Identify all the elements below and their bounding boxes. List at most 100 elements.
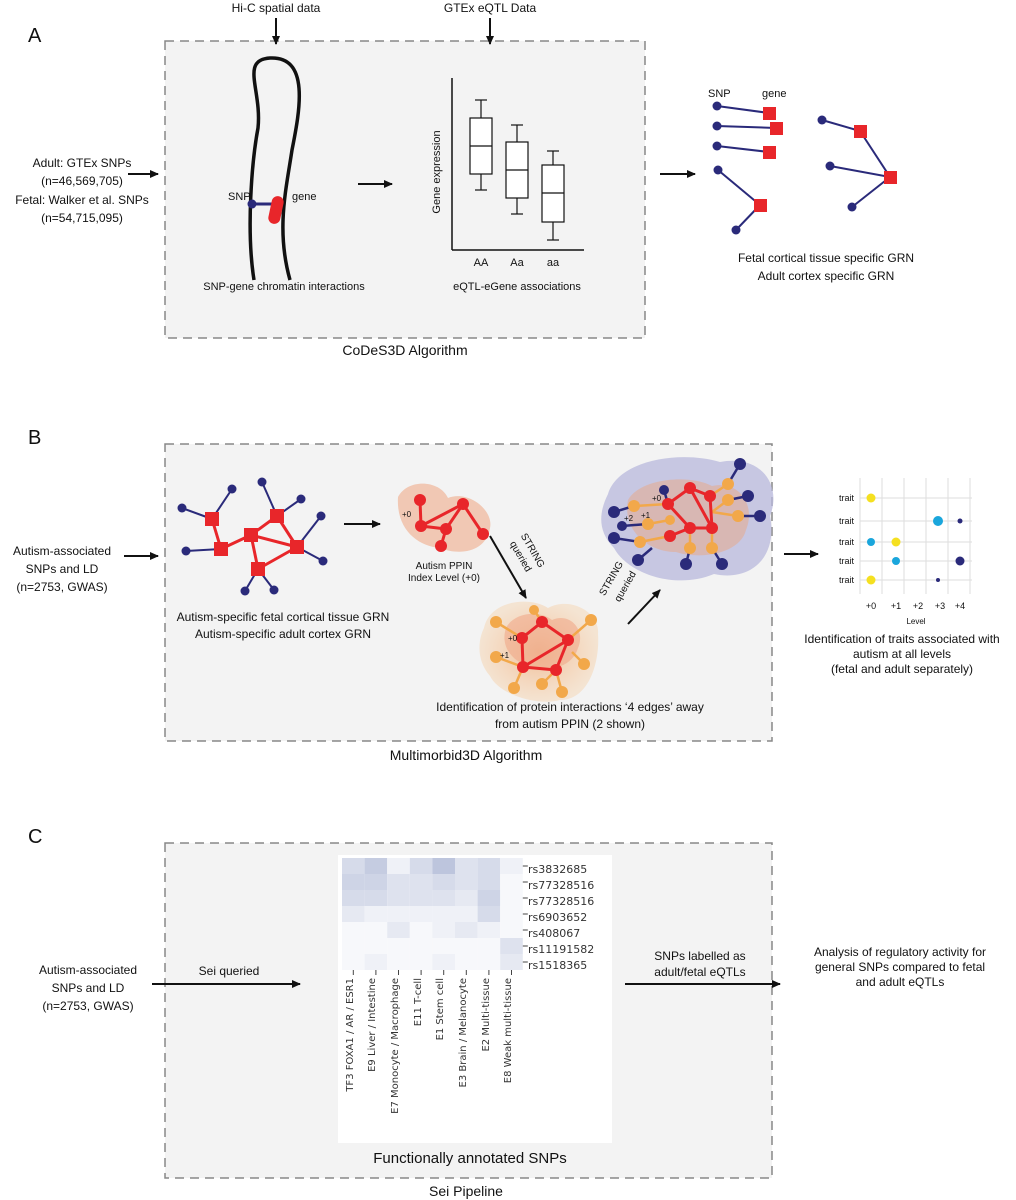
string-arrow-1: [489, 535, 527, 599]
genotype-AA: AA: [474, 257, 489, 269]
input-a-line2: (n=46,569,705): [41, 174, 123, 188]
heatmap-cell: [455, 906, 478, 922]
chromatin-loop: [248, 56, 302, 281]
heatmap-cell: [477, 938, 501, 954]
traits-caption1: Identification of traits associated with: [804, 632, 999, 646]
interaction-caption2: from autism PPIN (2 shown): [495, 717, 645, 731]
snp-label-5: rs408067: [528, 927, 580, 940]
heatmap-cell: [477, 906, 501, 922]
snp-label-2: rs77328516: [528, 879, 594, 892]
trait-row-5: trait: [839, 575, 855, 585]
trait-dot: [866, 575, 876, 585]
heatmap-cell: [477, 954, 501, 970]
trait-row-2: trait: [839, 516, 855, 526]
heatmap-cell: [477, 874, 501, 890]
heatmap-cell: [364, 874, 388, 890]
traits-caption2: autism at all levels: [853, 647, 951, 661]
snp-label-7: rs1518365: [528, 959, 587, 972]
panel-a-letter: A: [28, 25, 42, 47]
heatmap-cell: [364, 938, 388, 954]
heatmap-cell: [387, 874, 410, 890]
grn-gene-label: gene: [762, 88, 786, 100]
input-c-line1: Autism-associated: [39, 963, 137, 977]
snp-label-6: rs11191582: [528, 943, 594, 956]
panel-c: C Autism-associated SNPs and LD (n=2753,…: [28, 826, 986, 1199]
heatmap-cell: [409, 858, 433, 874]
ppin-label2: Index Level (+0): [408, 573, 480, 584]
heatmap-cell: [477, 858, 501, 874]
heatmap-cell: [387, 906, 410, 922]
heatmap-cell: [342, 890, 365, 906]
eqtl-boxplot: Gene expression AA Aa aa eQTL-eGene asso…: [431, 78, 584, 293]
level2-net-plus1: +1: [641, 511, 651, 520]
level2-network: +0 +1 +2: [601, 457, 774, 581]
chromatin-caption: SNP-gene chromatin interactions: [203, 281, 365, 293]
interaction-caption1: Identification of protein interactions ‘…: [436, 700, 704, 714]
heatmap-cell: [455, 874, 478, 890]
grn-sketch: SNP gene Fe: [708, 88, 914, 283]
trait-dot: [866, 493, 876, 503]
heatmap-cell: [432, 954, 455, 970]
grn-b-caption1: Autism-specific fetal cortical tissue GR…: [177, 610, 390, 624]
heatmap-cell: [455, 890, 478, 906]
heatmap-cell: [364, 858, 388, 874]
heatmap-cell: [432, 906, 455, 922]
class-label-6: E3 Brain / Melanocyte: [458, 978, 469, 1087]
heatmap-cell: [432, 890, 455, 906]
level1-net-plus1: +1: [500, 651, 510, 660]
level-tick-3: +3: [935, 601, 945, 611]
autism-ppin: +0 Autism PPIN Index Level (+0): [397, 483, 491, 584]
heatmap-cell: [409, 906, 433, 922]
snp-dot: [247, 199, 257, 209]
heatmap-cell: [500, 858, 523, 874]
class-label-4: E11 T-cell: [413, 978, 424, 1026]
grn-b-caption2: Autism-specific adult cortex GRN: [195, 627, 371, 641]
heatmap-cell: [342, 874, 365, 890]
codes3d-title: CoDeS3D Algorithm: [342, 342, 467, 358]
input-c-line3: (n=2753, GWAS): [42, 999, 133, 1013]
heatmap-cell: [409, 874, 433, 890]
y-axis-label: Gene expression: [431, 130, 443, 213]
heatmap-cell: [342, 922, 365, 938]
codes3d-box: [164, 40, 646, 339]
heatmap-cell: [364, 890, 388, 906]
sei-queried-label: Sei queried: [199, 964, 260, 978]
analysis-line2: general SNPs compared to fetal: [815, 960, 985, 974]
analysis-line3: and adult eQTLs: [856, 975, 945, 989]
sei-class-labels: TF3 FOXA1 / AR / ESR1 E9 Liver / Intesti…: [345, 978, 514, 1114]
grn-caption2: Adult cortex specific GRN: [758, 269, 895, 283]
genotype-Aa: Aa: [510, 257, 524, 269]
sei-heatmap: [342, 858, 528, 975]
heatmap-cell: [432, 938, 455, 954]
heatmap-cell: [500, 874, 523, 890]
class-label-2: E9 Liver / Intestine: [367, 978, 378, 1072]
level-tick-0: +0: [866, 601, 876, 611]
heatmap-cell: [364, 922, 388, 938]
heatmap-cell: [432, 922, 455, 938]
level1-network: +0 +1: [479, 601, 599, 702]
trait-dot: [955, 556, 965, 566]
heatmap-cell: [409, 938, 433, 954]
heatmap-cell: [500, 954, 523, 970]
class-label-7: E2 Multi-tissue: [481, 978, 492, 1052]
level1-net-plus0: +0: [508, 634, 518, 643]
trait-dotplot: trait trait trait trait trait +0 +1 +2 +…: [839, 478, 972, 626]
snp-label-4: rs6903652: [528, 911, 587, 924]
string-arrow-2: [627, 589, 661, 625]
gtex-label: GTEx eQTL Data: [444, 1, 537, 15]
trait-dot: [867, 538, 875, 546]
input-a-line1: Adult: GTEx SNPs: [33, 156, 132, 170]
heatmap-cell: [432, 858, 455, 874]
heatmap-cell: [387, 858, 410, 874]
input-c-line2: SNPs and LD: [52, 981, 125, 995]
heatmap-cell: [387, 938, 410, 954]
trait-dot: [892, 557, 900, 565]
heatmap-caption: Functionally annotated SNPs: [373, 1150, 566, 1167]
snp-label-1: rs3832685: [528, 863, 587, 876]
panel-a: A Hi-C spatial data GTEx eQTL Data Adult…: [15, 1, 914, 358]
heatmap-cell: [409, 922, 433, 938]
grn-caption1: Fetal cortical tissue specific GRN: [738, 251, 914, 265]
heatmap-cell: [387, 954, 410, 970]
class-label-8: E8 Weak multi-tissue: [503, 978, 514, 1083]
